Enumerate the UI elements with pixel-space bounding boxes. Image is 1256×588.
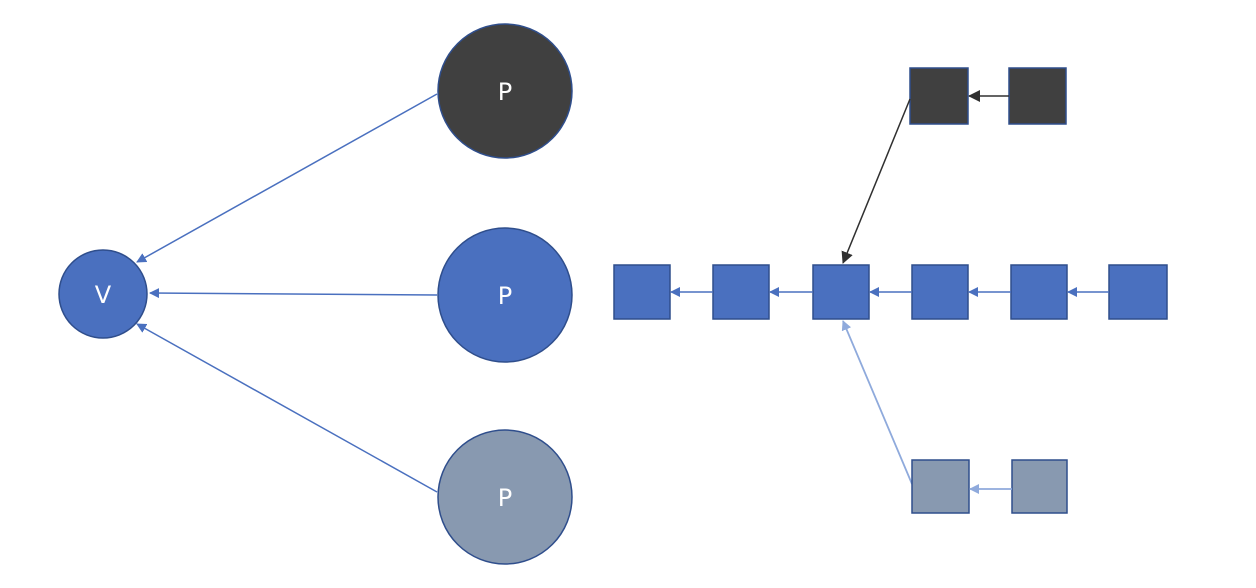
arrow-producer-blue-to-voter	[149, 288, 438, 299]
producer-circle-dark	[437, 23, 573, 159]
producer-label-blue: P	[498, 282, 512, 310]
block-top-1	[909, 67, 969, 125]
producer-label-dark: P	[498, 78, 512, 106]
block-main-4	[911, 264, 969, 320]
block-top-2	[1008, 67, 1067, 125]
producer-circle-gray	[437, 429, 573, 565]
producer-node-blue: P	[437, 227, 573, 363]
chain-bottom-gray	[911, 459, 1068, 514]
chain-main-blue	[613, 264, 1168, 320]
producer-label-gray: P	[498, 484, 512, 512]
arrow-producer-dark-to-voter	[136, 93, 438, 263]
block-main-3	[812, 264, 870, 320]
arrow-top-fork-to-main	[841, 98, 911, 264]
arrow-producer-gray-to-voter	[136, 323, 438, 493]
voter-circle	[58, 249, 148, 339]
block-main-5	[1010, 264, 1068, 320]
producer-circle-blue	[437, 227, 573, 363]
block-main-6	[1108, 264, 1168, 320]
producer-node-gray: P	[437, 429, 573, 565]
voter-label: V	[95, 281, 112, 309]
block-main-1	[613, 264, 671, 320]
block-bottom-1	[911, 459, 970, 514]
arrow-bottom-fork-to-main	[841, 320, 913, 485]
block-main-2	[712, 264, 770, 320]
voter-node: V	[58, 249, 148, 339]
chain-top-dark	[909, 67, 1067, 125]
block-bottom-2	[1011, 459, 1068, 514]
producer-node-dark: P	[437, 23, 573, 159]
